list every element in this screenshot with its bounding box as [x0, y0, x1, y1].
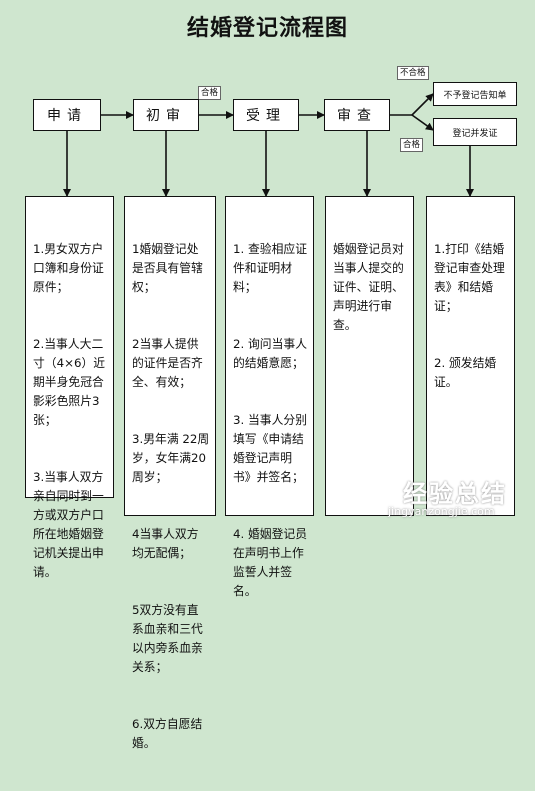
- review-step: 3.男年满 22周岁，女年满20周岁；: [132, 432, 210, 484]
- issue-step: 1.打印《结婚登记审查处理表》和结婚证；: [434, 242, 505, 313]
- review-step: 2当事人提供的证件是否齐全、有效；: [132, 337, 203, 389]
- outcome-approve: 登记并发证: [433, 118, 517, 146]
- arrow-to-approve: [411, 114, 434, 131]
- issue-step: 2. 颁发结婚证。: [434, 356, 497, 389]
- watermark-brand: 经验总结: [403, 480, 507, 508]
- apply-step: 3.当事人双方亲自同时到一方或双方户口所在地婚姻登记机关提出申请。: [33, 470, 104, 579]
- column-issue: 1.打印《结婚登记审查处理表》和结婚证； 2. 颁发结婚证。: [426, 196, 515, 516]
- review-step: 4当事人双方均无配偶；: [132, 527, 199, 560]
- apply-step: 2.当事人大二寸（4×6）近期半身免冠合影彩色照片3张；: [33, 337, 106, 427]
- stage-apply: 申请: [33, 99, 101, 131]
- page-title: 结婚登记流程图: [186, 16, 348, 41]
- examine-step: 婚姻登记员对当事人提交的证件、证明、声明进行审查。: [333, 242, 404, 332]
- flowchart-canvas: 结婚登记流程图 合格 不合格 合格 申请 初审 受理 审查 不予登记告知单 登记…: [25, 16, 517, 750]
- outcome-reject: 不予登记告知单: [433, 82, 517, 106]
- review-step: 1婚姻登记处是否具有管辖权；: [132, 242, 203, 294]
- review-step: 6.双方自愿结婚。: [132, 717, 203, 750]
- column-accept: 1. 查验相应证件和证明材料； 2. 询问当事人的结婚意愿； 3. 当事人分别填…: [225, 196, 314, 598]
- connector-layer: [63, 93, 474, 197]
- label-pass-1: 合格: [198, 86, 222, 100]
- accept-step: 2. 询问当事人的结婚意愿；: [233, 337, 307, 370]
- label-pass-2: 合格: [400, 138, 424, 152]
- column-initial-review: 1婚姻登记处是否具有管辖权； 2当事人提供的证件是否齐全、有效； 3.男年满 2…: [124, 196, 216, 750]
- stage-initial-review: 初审: [133, 99, 199, 131]
- arrow-to-reject: [411, 93, 434, 116]
- accept-step: 4. 婚姻登记员在声明书上作监誓人并签名。: [233, 527, 307, 598]
- watermark-url: jingyanzongjie.com: [388, 505, 495, 518]
- stage-examine: 审查: [324, 99, 390, 131]
- column-apply: 1.男女双方户口簿和身份证原件； 2.当事人大二寸（4×6）近期半身免冠合影彩色…: [25, 196, 114, 579]
- stage-accept: 受理: [233, 99, 299, 131]
- accept-step: 1. 查验相应证件和证明材料；: [233, 242, 307, 294]
- apply-step: 1.男女双方户口簿和身份证原件；: [33, 242, 104, 294]
- accept-step: 3. 当事人分别填写《申请结婚登记声明书》并签名；: [233, 413, 307, 484]
- column-examine: 婚姻登记员对当事人提交的证件、证明、声明进行审查。: [325, 196, 414, 516]
- label-fail: 不合格: [397, 66, 429, 80]
- review-step: 5双方没有直系血亲和三代以内旁系血亲关系；: [132, 603, 203, 674]
